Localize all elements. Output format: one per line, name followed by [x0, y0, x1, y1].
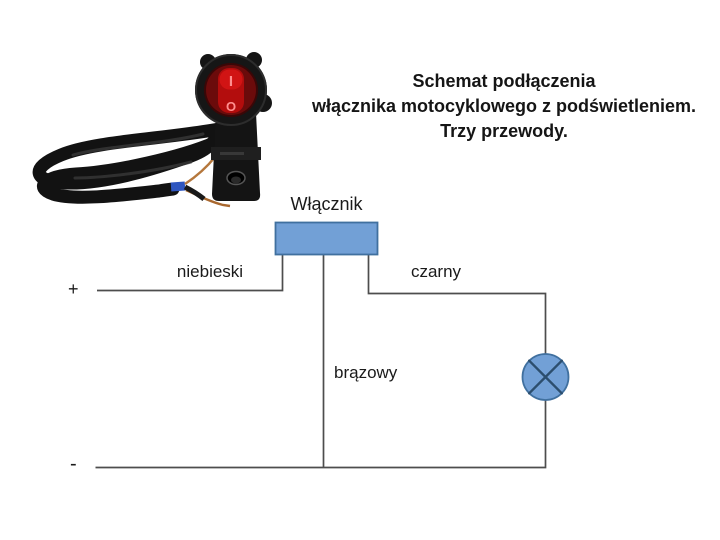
- ground-line: [95, 399, 547, 469]
- lamp-cross-icon: [528, 359, 563, 395]
- body-print: [220, 152, 244, 155]
- brown-wire-label: brązowy: [334, 363, 398, 382]
- cable-coil: [32, 122, 226, 204]
- rocker-off-mark: O: [226, 99, 236, 114]
- blue-wire-label: niebieski: [176, 262, 244, 281]
- switch-symbol: [274, 221, 379, 256]
- negative-terminal-label: -: [70, 453, 77, 475]
- black-wire-end: [183, 184, 206, 201]
- title-line-2: włącznika motocyklowego z podświetleniem…: [311, 96, 697, 116]
- rocker-top-face: [219, 69, 243, 90]
- black-wire-line: [367, 254, 547, 355]
- black-wire-label: czarny: [410, 262, 462, 281]
- switch-head-rim: [195, 54, 267, 126]
- switch-symbol-label: Włącznik: [290, 194, 363, 214]
- positive-terminal-label: +: [68, 279, 79, 299]
- clamp-slot-inner: [231, 176, 241, 184]
- title-line-1: Schemat podłączenia: [412, 71, 596, 91]
- rocker-on-mark: I: [229, 73, 233, 90]
- blue-wire-line: [97, 254, 284, 292]
- switch-product-photo: I O: [32, 52, 272, 208]
- blue-wire-end: [170, 181, 186, 192]
- title-line-3: Trzy przewody.: [440, 121, 568, 141]
- diagram-title: Schemat podłączenia włącznika motocyklow…: [288, 69, 720, 144]
- cable-sheen: [71, 132, 205, 180]
